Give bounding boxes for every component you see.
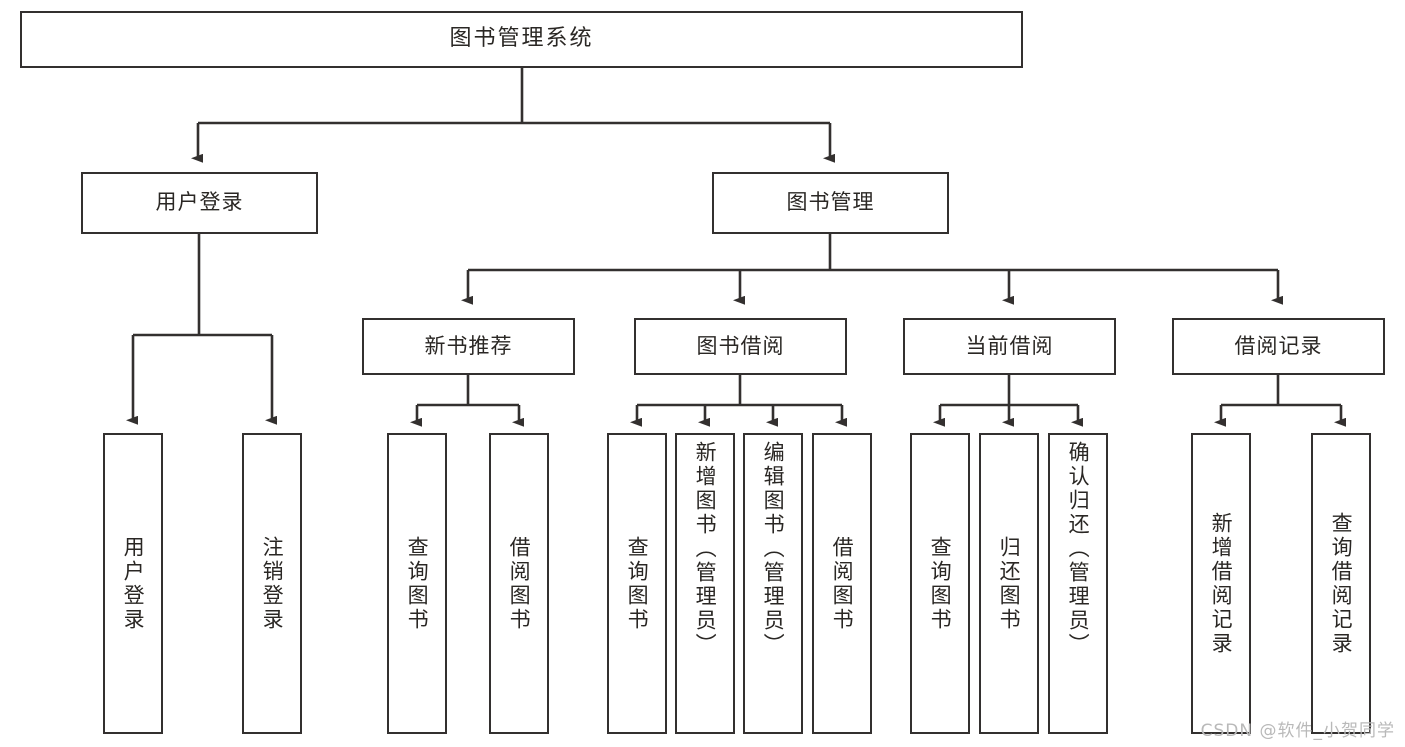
leaf-recommend-borrow-book[interactable]: 借阅图书 <box>489 433 549 734</box>
leaf-user-login-login[interactable]: 用户登录 <box>103 433 163 734</box>
node-book-borrow[interactable]: 图书借阅 <box>634 318 847 375</box>
leaf-record-query-record[interactable]: 查询借阅记录 <box>1311 433 1371 734</box>
leaf-recommend-query-book[interactable]: 查询图书 <box>387 433 447 734</box>
node-borrow-record[interactable]: 借阅记录 <box>1172 318 1385 375</box>
leaf-borrow-edit-book-admin[interactable]: 编辑图书（管理员） <box>743 433 803 734</box>
leaf-current-return-book[interactable]: 归还图书 <box>979 433 1039 734</box>
leaf-user-login-logout[interactable]: 注销登录 <box>242 433 302 734</box>
node-root-system[interactable]: 图书管理系统 <box>20 11 1023 68</box>
node-user-login[interactable]: 用户登录 <box>81 172 318 234</box>
node-new-book-recommend[interactable]: 新书推荐 <box>362 318 575 375</box>
leaf-current-confirm-return-admin[interactable]: 确认归还（管理员） <box>1048 433 1108 734</box>
leaf-current-query-book[interactable]: 查询图书 <box>910 433 970 734</box>
node-current-borrow[interactable]: 当前借阅 <box>903 318 1116 375</box>
leaf-borrow-add-book-admin[interactable]: 新增图书（管理员） <box>675 433 735 734</box>
node-book-management[interactable]: 图书管理 <box>712 172 949 234</box>
csdn-watermark: CSDN @软件_小贺同学 <box>1200 721 1395 741</box>
leaf-borrow-borrow-book[interactable]: 借阅图书 <box>812 433 872 734</box>
leaf-borrow-query-book[interactable]: 查询图书 <box>607 433 667 734</box>
leaf-record-add-record[interactable]: 新增借阅记录 <box>1191 433 1251 734</box>
